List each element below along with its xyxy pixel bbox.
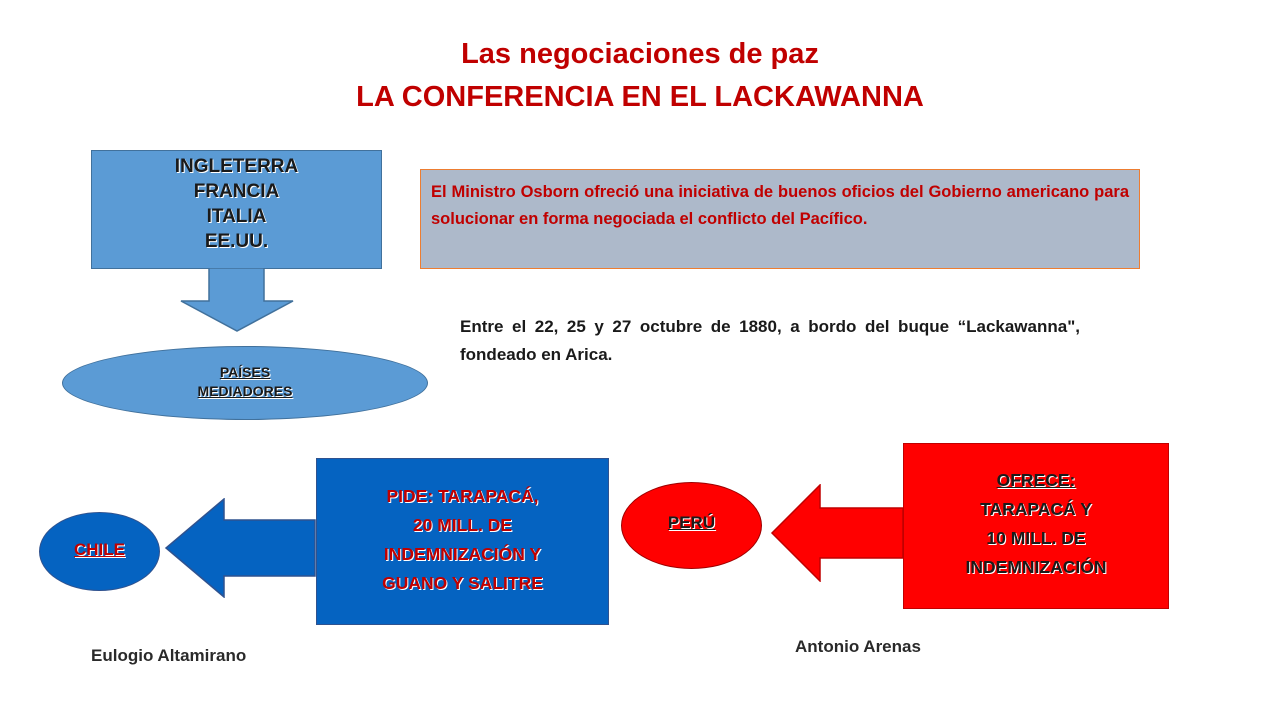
- chile-demand-line-1: PIDE: TARAPACÁ,: [386, 486, 539, 506]
- chile-demand-box: PIDE: TARAPACÁ, 20 MILL. DE INDEMNIZACIÓ…: [316, 458, 609, 625]
- mediators-label-2: MEDIADORES: [197, 383, 293, 399]
- peru-offer-line-3: 10 MILL. DE: [986, 528, 1086, 548]
- title-line-2: LA CONFERENCIA EN EL LACKAWANNA: [356, 81, 924, 113]
- chile-oval: CHILE: [39, 512, 160, 591]
- mediator-countries-box: INGLETERRA FRANCIA ITALIA EE.UU.: [91, 150, 382, 269]
- peru-offer-line-2: TARAPACÁ Y: [980, 499, 1092, 519]
- peru-offer-box: OFRECE: TARAPACÁ Y 10 MILL. DE INDEMNIZA…: [903, 443, 1169, 609]
- country-italia: ITALIA: [206, 206, 267, 227]
- osborn-initiative-box: El Ministro Osborn ofreció una iniciativ…: [420, 169, 1140, 269]
- peru-delegate: Antonio Arenas: [795, 637, 921, 656]
- country-francia: FRANCIA: [193, 181, 280, 202]
- lackawanna-meeting-text: Entre el 22, 25 y 27 octubre de 1880, a …: [460, 317, 1080, 364]
- left-arrow-icon-red: [770, 484, 904, 582]
- chile-delegate: Eulogio Altamirano: [91, 646, 247, 665]
- country-ingleterra: INGLETERRA: [174, 156, 299, 177]
- peru-offer-line-1: OFRECE:: [996, 470, 1076, 490]
- chile-demand-line-3: INDEMNIZACIÓN Y: [383, 544, 542, 564]
- mediators-label-1: PAÍSES: [219, 364, 271, 380]
- left-arrow-icon: [164, 498, 316, 598]
- mediators-oval: PAÍSES MEDIADORES: [62, 346, 428, 420]
- chile-label: CHILE: [74, 540, 125, 559]
- down-arrow-icon: [180, 268, 294, 332]
- title-line-1: Las negociaciones de paz: [461, 38, 819, 70]
- peru-label: PERÚ: [667, 513, 716, 532]
- chile-demand-line-2: 20 MILL. DE: [412, 515, 513, 535]
- country-eeuu: EE.UU.: [204, 231, 269, 252]
- peru-oval: PERÚ: [621, 482, 762, 569]
- chile-demand-line-4: GUANO Y SALITRE: [382, 573, 543, 593]
- peru-offer-line-4: INDEMNIZACIÓN: [965, 557, 1107, 577]
